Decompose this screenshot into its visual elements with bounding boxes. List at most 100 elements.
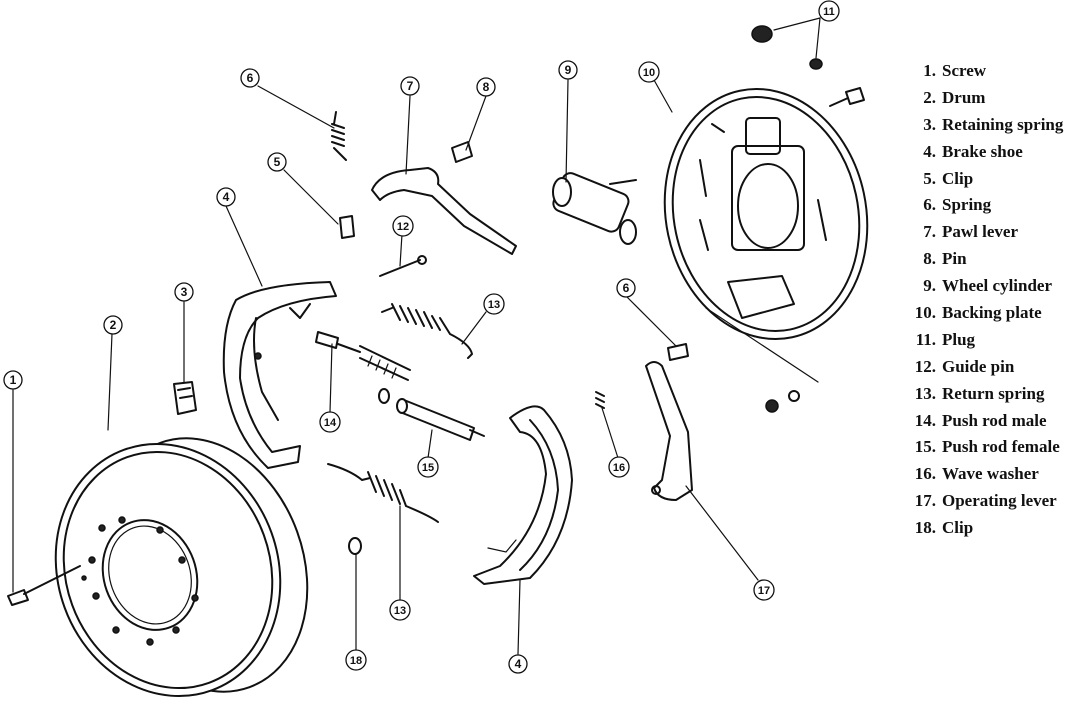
parts-list-item: 4. Brake shoe [900,139,1086,166]
callout-12-label: 12 [397,221,409,233]
callout-5: 5 [267,152,287,172]
guide-pin-part [379,255,427,277]
callout-8-label: 8 [483,80,490,94]
callout-6-lower: 6 [616,278,636,298]
parts-list-name: Backing plate [942,303,1042,323]
parts-list-name: Push rod female [942,437,1060,457]
callout-15: 15 [417,456,439,478]
callout-13-lower: 13 [389,599,411,621]
parts-list-name: Return spring [942,383,1045,403]
parts-list-item: 5. Clip [900,166,1086,193]
callout-2-label: 2 [110,318,117,332]
callout-6-upper: 6 [240,68,260,88]
parts-list-item: 7.Pawl lever [900,219,1086,246]
parts-list-name: Clip [942,168,974,188]
return-spring-upper-part [381,303,473,359]
callout-10: 10 [638,61,660,83]
callout-17: 17 [753,579,775,601]
callout-16-label: 16 [613,462,625,474]
screw-part [7,565,81,606]
clip-18-part [348,537,362,555]
parts-list-item: 13. Return spring [900,381,1086,408]
callout-13-upper: 13 [483,293,505,315]
parts-list-number: 15. [914,437,936,457]
operating-lever-part [645,361,693,501]
parts-list-name: Push rod male [942,410,1047,430]
parts-list-item: 6. Spring [900,192,1086,219]
callout-12: 12 [392,215,414,237]
callout-1-label: 1 [10,373,17,387]
callout-4-upper: 4 [216,187,236,207]
parts-list-name: Screw [942,61,987,80]
drum-part [54,437,309,698]
callout-11-label: 11 [823,6,835,18]
parts-list-item: 18. Clip [900,515,1086,542]
callout-1: 1 [3,370,23,390]
parts-list-number: 8. [923,249,936,269]
brake-shoe-right-part [473,405,573,585]
parts-list-number: 3. [923,114,936,134]
callout-4-upper-label: 4 [223,190,230,204]
callout-6-upper-label: 6 [247,71,254,85]
retaining-spring-part [173,381,197,415]
backing-bolt-part [829,87,865,107]
spring-6-upper-part [331,111,347,161]
parts-list: 1. Screw 2.Drum 3. Retaining spring 4. Brak… [900,58,1086,542]
leader-lines [12,17,821,655]
callout-10-label: 10 [643,67,655,79]
parts-list-number: 1. [923,61,936,80]
parts-list-name: Operating lever [942,491,1057,511]
small-ring-part [788,390,800,402]
push-rod-female-part [396,398,485,441]
parts-list-name: Retaining spring [942,114,1064,134]
push-rod-male-part [315,331,411,381]
callout-3: 3 [174,282,194,302]
callout-17-label: 17 [758,585,770,597]
wheel-cylinder-part [552,172,637,245]
parts-list-number: 17. [914,491,936,511]
parts-list-item: 16.Wave washer [900,461,1086,488]
callout-16: 16 [608,456,630,478]
parts-list-number: 6. [923,195,936,215]
parts-list-number: 2. [923,87,936,107]
callout-7-label: 7 [407,79,414,93]
parts-list-name: Clip [942,518,974,538]
small-washer-part [378,388,390,404]
parts-list-name: Pawl lever [942,222,1018,242]
parts-list-item: 15. Push rod female [900,434,1086,461]
callout-13-upper-label: 13 [488,299,500,311]
parts-list-name: Brake shoe [942,141,1023,161]
callout-15-label: 15 [422,462,434,474]
brake-shoe-left-part [222,281,337,469]
pawl-lever-part [371,167,517,255]
callout-8: 8 [476,77,496,97]
callout-18: 18 [345,649,367,671]
parts-list-number: 18. [914,518,936,538]
parts-list-item: 10.Backing plate [900,300,1086,327]
parts-list-number: 12. [914,356,936,376]
callout-5-label: 5 [274,155,281,169]
leader-backing-clip [705,307,819,383]
callout-2: 2 [103,315,123,335]
parts-list-number: 4. [923,141,936,161]
parts-list-number: 5. [923,168,936,188]
parts-list-number: 13. [914,383,936,403]
parts-list-name: Spring [942,195,992,215]
callout-4-lower: 4 [508,654,528,674]
parts-list-item: 1. Screw [900,58,1086,85]
callout-9: 9 [558,60,578,80]
parts-list-item: 2.Drum [900,85,1086,112]
parts-list-item: 8. Pin [900,246,1086,273]
pin-8-part [451,141,473,163]
clip-5-part [339,215,355,239]
parts-list-name: Guide pin [942,356,1015,376]
callout-18-label: 18 [350,655,362,667]
callout-7: 7 [400,76,420,96]
parts-list-item: 11.Plug [900,327,1086,354]
parts-list-item: 14.Push rod male [900,408,1086,435]
wave-washer-part [595,391,605,409]
callout-6-lower-label: 6 [623,281,630,295]
return-spring-lower-part [327,463,439,523]
parts-list-name: Pin [942,249,967,269]
